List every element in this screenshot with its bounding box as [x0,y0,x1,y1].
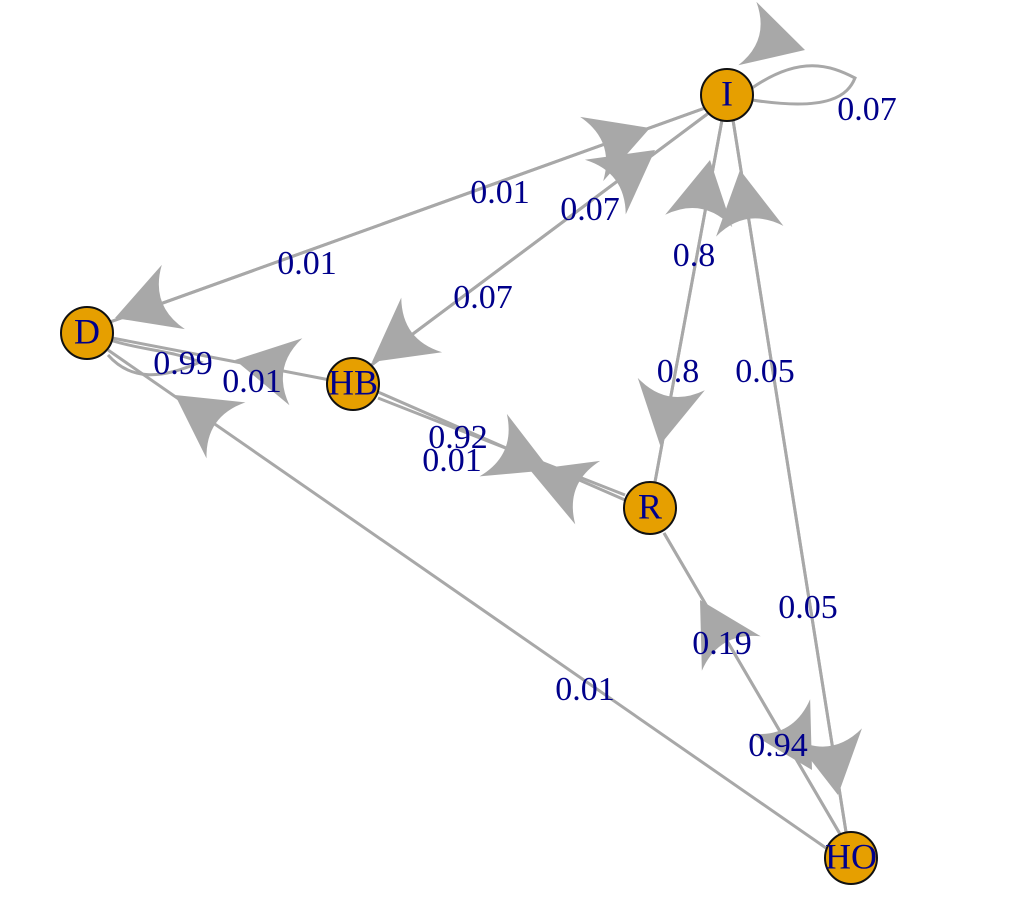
edge-i-to-i [738,1,857,106]
edge-line [731,119,848,833]
edge-label: 0.01 [470,174,530,211]
node-circle [623,481,677,535]
edge-label: 0.01 [555,671,615,708]
edges-layer [106,1,862,850]
node-label: HO [825,836,877,876]
edge-label: 0.19 [692,625,752,662]
edge-arrowhead [580,116,650,182]
node-hb[interactable]: HB [326,357,380,411]
edge-r-to-hb [377,396,626,525]
edge-arrowhead [584,150,655,215]
edge-label: 0.05 [735,353,795,390]
edge-arrowhead [738,1,805,66]
edge-label: 0.99 [153,345,213,382]
edge-arrowhead [637,377,705,445]
edge-line [369,110,711,368]
edge-line [111,336,331,382]
node-label: I [721,73,733,113]
edge-arrowhead [235,338,303,406]
edge-label: 0.07 [453,279,513,316]
edge-arrowhead [794,728,862,795]
node-label: R [638,486,662,526]
edge-line [377,396,626,497]
edge-d-to-i [109,106,706,324]
node-i[interactable]: I [700,68,754,122]
node-label: D [74,311,100,351]
edge-loop-path [106,338,204,377]
edge-i-to-ho [731,119,862,833]
edge-label: 0.8 [657,353,700,390]
edge-loop-path [751,64,857,106]
edge-r-to-ho [662,532,842,835]
nodes-layer: I D HB R HO [60,68,878,885]
edge-line [662,532,842,835]
edge-arrowhead [175,395,246,459]
edge-arrowhead [716,170,784,237]
edge-label: 0.01 [222,363,282,400]
edge-hb-to-i [369,110,711,368]
edge-line [107,348,827,850]
edge-arrowhead [665,160,733,228]
node-circle [326,357,380,411]
edge-label: 0.05 [778,589,838,626]
edge-label: 0.07 [837,91,897,128]
edge-d-to-d [106,338,204,377]
edge-i-to-r [637,119,724,483]
edge-hb-to-d [111,336,331,406]
edge-arrowhead [530,460,601,525]
edge-arrowhead [372,297,443,362]
edge-label: 0.94 [748,727,808,764]
edge-label: 0.92 [428,419,488,456]
node-d[interactable]: D [60,306,114,360]
edge-label: 0.8 [673,237,716,274]
edge-arrowhead [115,264,185,330]
node-label: HB [328,362,378,402]
node-circle [60,306,114,360]
edge-ho-to-d [107,348,827,850]
edge-label: 0.01 [422,442,482,479]
edge-label: 0.01 [277,245,337,282]
edge-arrowhead [751,699,812,770]
node-r[interactable]: R [623,481,677,535]
node-ho[interactable]: HO [824,831,878,885]
edge-arrowhead [479,413,550,477]
edge-label: 0.07 [560,191,620,228]
node-circle [824,831,878,885]
node-circle [700,68,754,122]
edge-ho-to-i [716,119,848,833]
